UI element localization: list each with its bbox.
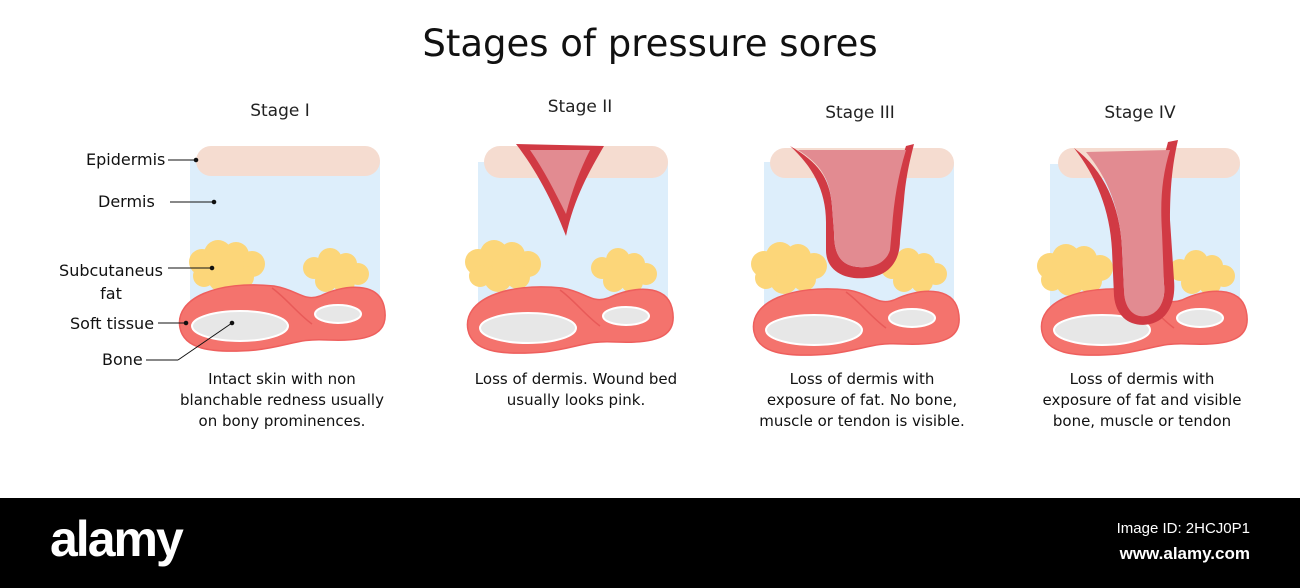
stage-3-wound — [790, 144, 914, 279]
stage-1-illustration — [178, 146, 387, 353]
stage-1-epidermis — [196, 146, 380, 176]
stage-2-desc-line-1: Loss of dermis. Wound bed — [474, 370, 678, 388]
page-title: Stages of pressure sores — [422, 22, 878, 65]
stage-3-description: Loss of dermis with exposure of fat. No … — [737, 369, 987, 432]
label-bone: Bone — [102, 350, 143, 369]
stage-1-title: Stage I — [250, 101, 310, 121]
stage-4-desc-line-1: Loss of dermis with — [1069, 370, 1215, 388]
label-fat-line2: fat — [100, 284, 122, 303]
stage-1-desc-line-2: blanchable redness usually — [180, 391, 384, 409]
stage-4-wound — [1074, 140, 1178, 325]
stage-2-title: Stage II — [547, 97, 613, 117]
stage-3-illustration — [751, 144, 961, 357]
stage-4-illustration — [1037, 140, 1249, 357]
stage-4-desc-line-3: bone, muscle or tendon — [1052, 412, 1232, 430]
stages-diagram — [146, 140, 1249, 361]
label-leaders — [146, 157, 235, 361]
stage-2-desc-line-2: usually looks pink. — [506, 391, 646, 409]
stage-4-desc-line-2: exposure of fat and visible — [1042, 391, 1242, 409]
footer-bar: alamy Image ID: 2HCJ0P1 www.alamy.com — [0, 498, 1300, 588]
stage-4-description: Loss of dermis with exposure of fat and … — [1017, 369, 1267, 432]
stage-4-title: Stage IV — [1104, 103, 1176, 123]
label-fat-line1: Subcutaneus — [59, 261, 163, 280]
stage-1-desc-line-3: on bony prominences. — [198, 412, 366, 430]
stage-1-desc-line-1: Intact skin with non — [208, 370, 356, 388]
stage-2-description: Loss of dermis. Wound bed usually looks … — [451, 369, 701, 411]
website-link[interactable]: www.alamy.com — [1119, 544, 1250, 563]
stage-3-desc-line-1: Loss of dermis with — [789, 370, 935, 388]
label-epidermis: Epidermis — [86, 150, 166, 169]
image-id: Image ID: 2HCJ0P1 — [1116, 520, 1250, 537]
stage-2-illustration — [465, 144, 675, 355]
stage-3-desc-line-3: muscle or tendon is visible. — [759, 412, 965, 430]
label-subcutaneous-fat: Subcutaneus fat — [56, 259, 166, 305]
label-soft-tissue: Soft tissue — [70, 314, 155, 333]
stage-3-title: Stage III — [825, 103, 895, 123]
stage-1-description: Intact skin with non blanchable redness … — [157, 369, 407, 432]
label-dermis: Dermis — [98, 192, 155, 211]
brand-logo[interactable]: alamy — [50, 511, 184, 567]
stage-3-desc-line-2: exposure of fat. No bone, — [766, 391, 958, 409]
